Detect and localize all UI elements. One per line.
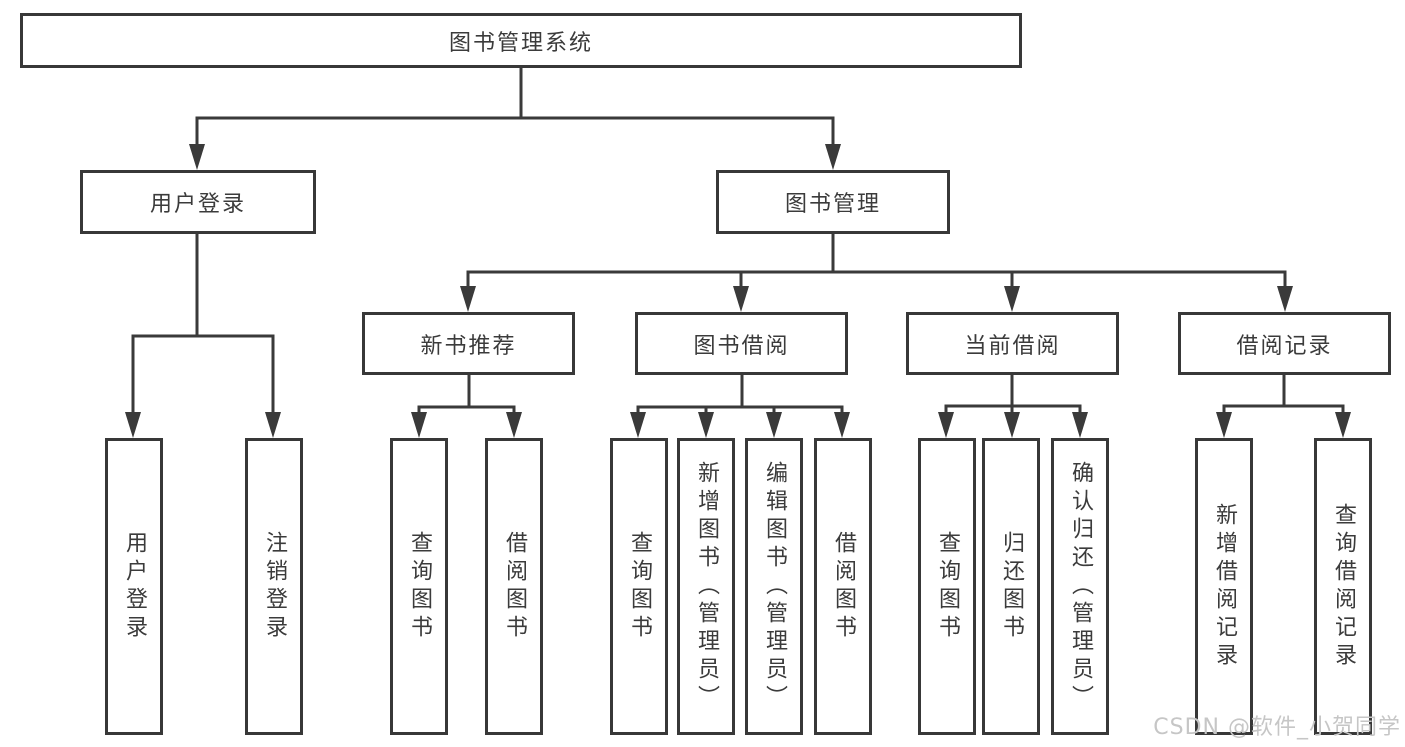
arrowheads: [125, 144, 1351, 438]
node-query-borrow-record: 查询借阅记录: [1314, 438, 1372, 735]
node-user-login: 用户登录: [80, 170, 316, 234]
node-user-login-action: 用户登录: [105, 438, 163, 735]
node-borrow-books-action: 借阅图书: [814, 438, 872, 735]
node-query-books-current: 查询图书: [918, 438, 976, 735]
node-query-books-borrow: 查询图书: [610, 438, 668, 735]
node-add-borrow-record: 新增借阅记录: [1195, 438, 1253, 735]
node-logout-action: 注销登录: [245, 438, 303, 735]
node-return-book: 归还图书: [982, 438, 1040, 735]
node-library-management-system: 图书管理系统: [20, 13, 1022, 68]
node-confirm-return-admin: 确认归还（管理员）: [1051, 438, 1109, 735]
watermark-csdn: CSDN @软件_小贺同学: [1153, 715, 1401, 740]
node-borrow-books-recommend: 借阅图书: [485, 438, 543, 735]
node-query-books-recommend: 查询图书: [390, 438, 448, 735]
node-current-borrowing: 当前借阅: [906, 312, 1119, 375]
node-borrowing-records: 借阅记录: [1178, 312, 1391, 375]
node-book-management: 图书管理: [716, 170, 950, 234]
node-book-borrowing: 图书借阅: [635, 312, 848, 375]
node-edit-book-admin: 编辑图书（管理员）: [745, 438, 803, 735]
node-add-book-admin: 新增图书（管理员）: [677, 438, 735, 735]
node-new-book-recommendation: 新书推荐: [362, 312, 575, 375]
